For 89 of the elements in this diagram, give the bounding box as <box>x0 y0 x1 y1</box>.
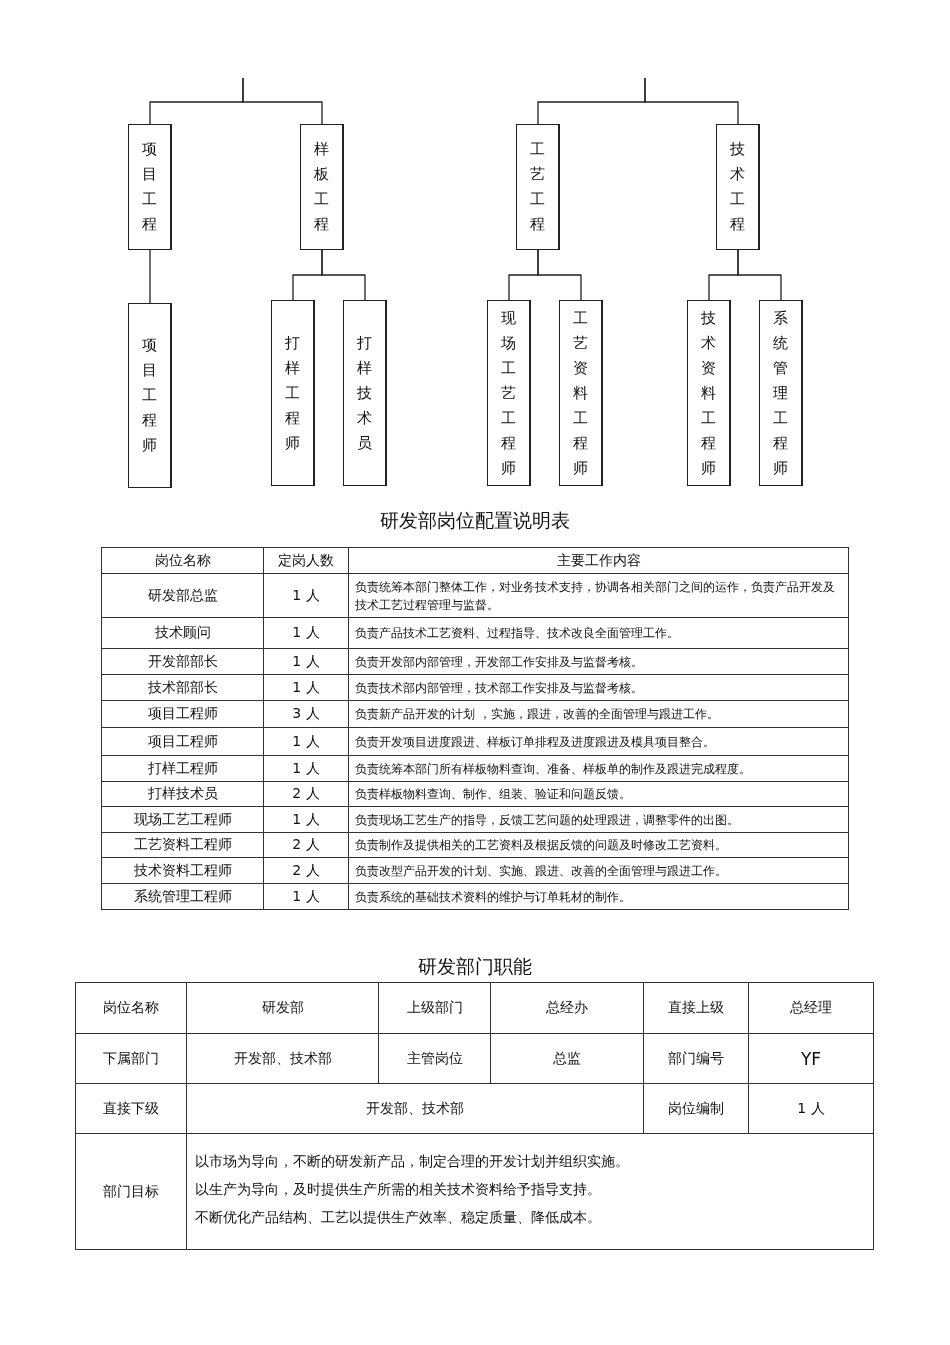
field-label: 下属部门 <box>75 1033 187 1084</box>
position-name: 技术资料工程师 <box>101 857 264 884</box>
headcount: 2 人 <box>263 832 349 858</box>
position-label: 项目工程师 <box>142 335 157 456</box>
position-box <box>487 300 531 486</box>
column-header: 定岗人数 <box>263 547 349 574</box>
duty-description: 负责制作及提供相关的工艺资料及根据反馈的问题及时修改工艺资料。 <box>348 832 849 858</box>
field-label: 直接上级 <box>643 982 749 1034</box>
field-label: 直接下级 <box>75 1083 187 1134</box>
headcount: 1 人 <box>263 617 349 649</box>
field-value: 开发部、技术部 <box>186 1033 379 1084</box>
position-box <box>716 124 760 250</box>
headcount: 1 人 <box>263 727 349 756</box>
headcount: 1 人 <box>263 674 349 701</box>
headcount: 1 人 <box>263 806 349 833</box>
headcount: 2 人 <box>263 857 349 884</box>
headcount: 1 人 <box>263 573 349 618</box>
goal-text: 以生产为导向，及时提供生产所需的相关技术资料给予指导支持。 <box>195 1180 602 1199</box>
position-label: 系统管理工程师 <box>773 307 788 479</box>
field-label: 上级部门 <box>378 982 491 1034</box>
position-name: 技术部部长 <box>101 674 264 701</box>
column-header: 主要工作内容 <box>348 547 849 574</box>
position-name: 打样工程师 <box>101 755 264 782</box>
position-name: 项目工程师 <box>101 727 264 756</box>
duty-description: 负责样板物料查询、制作、组装、验证和问题反馈。 <box>348 781 849 807</box>
duty-description: 负责开发部内部管理，开发部工作安排及与监督考核。 <box>348 648 849 675</box>
position-label: 现场工艺工程师 <box>501 307 516 479</box>
position-name: 打样技术员 <box>101 781 264 807</box>
headcount: 1 人 <box>263 883 349 910</box>
position-label: 工艺资料工程师 <box>573 307 588 479</box>
connector-line <box>149 249 151 304</box>
headcount: 1 人 <box>263 648 349 675</box>
position-box <box>271 300 315 486</box>
table-title: 研发部岗位配置说明表 <box>379 508 571 533</box>
position-label: 打样工程师 <box>285 332 300 454</box>
field-label: 岗位名称 <box>75 982 187 1034</box>
position-box <box>687 300 731 486</box>
connector-line <box>242 77 323 125</box>
connector-line <box>537 249 582 301</box>
duty-description: 负责产品技术工艺资料、过程指导、技术改良全面管理工作。 <box>348 617 849 649</box>
headcount: 1 人 <box>263 755 349 782</box>
field-value: 研发部 <box>186 982 379 1034</box>
field-value: YF <box>748 1033 874 1084</box>
duty-description: 负责统筹本部门整体工作，对业务技术支持，协调各相关部门之间的运作，负责产品开发及技术工艺过程管理与监督。 <box>348 573 849 618</box>
position-label: 技术工程 <box>730 139 745 235</box>
goal-text: 以市场为导向，不断的研发新产品，制定合理的开发计划并组织实施。 <box>195 1152 630 1171</box>
position-name: 系统管理工程师 <box>101 883 264 910</box>
position-box <box>759 300 803 486</box>
position-label: 技术资料工程师 <box>701 307 716 479</box>
headcount: 2 人 <box>263 781 349 807</box>
position-box <box>128 124 172 250</box>
duty-description: 负责系统的基础技术资料的维护与订单耗材的制作。 <box>348 883 849 910</box>
position-box <box>559 300 603 486</box>
field-label: 主管岗位 <box>378 1033 491 1084</box>
field-label: 岗位编制 <box>643 1083 749 1134</box>
position-label: 打样技术员 <box>357 332 372 454</box>
duty-description: 负责现场工艺生产的指导，反馈工艺问题的处理跟进，调整零件的出图。 <box>348 806 849 833</box>
field-value: 1 人 <box>748 1083 874 1134</box>
duty-description: 负责技术部内部管理，技术部工作安排及与监督考核。 <box>348 674 849 701</box>
field-value: 总经理 <box>748 982 874 1034</box>
position-label: 样板工程 <box>314 139 329 235</box>
field-label: 部门目标 <box>75 1133 187 1250</box>
position-label: 项目工程 <box>142 139 157 235</box>
field-value: 总经办 <box>490 982 644 1034</box>
position-name: 开发部部长 <box>101 648 264 675</box>
field-label: 部门编号 <box>643 1033 749 1084</box>
field-value: 总监 <box>490 1033 644 1084</box>
position-name: 现场工艺工程师 <box>101 806 264 833</box>
goal-text: 不断优化产品结构、工艺以提供生产效率、稳定质量、降低成本。 <box>195 1208 602 1227</box>
position-box <box>128 303 172 488</box>
position-label: 工艺工程 <box>530 139 545 235</box>
column-header: 岗位名称 <box>101 547 264 574</box>
position-name: 项目工程师 <box>101 700 264 728</box>
table-title: 研发部门职能 <box>417 954 533 979</box>
connector-line <box>644 77 739 125</box>
position-name: 技术顾问 <box>101 617 264 649</box>
position-name: 研发部总监 <box>101 573 264 618</box>
duty-description: 负责改型产品开发的计划、实施、跟进、改善的全面管理与跟进工作。 <box>348 857 849 884</box>
field-value: 开发部、技术部 <box>186 1083 644 1134</box>
position-box <box>300 124 344 250</box>
connector-line <box>321 249 366 301</box>
duty-description: 负责统筹本部门所有样板物料查询、准备、样板单的制作及跟进完成程度。 <box>348 755 849 782</box>
duty-description: 负责新产品开发的计划 ，实施，跟进，改善的全面管理与跟进工作。 <box>348 700 849 728</box>
position-name: 工艺资料工程师 <box>101 832 264 858</box>
headcount: 3 人 <box>263 700 349 728</box>
position-box <box>516 124 560 250</box>
connector-line <box>737 249 782 301</box>
duty-description: 负责开发项目进度跟进、样板订单排程及进度跟进及模具项目整合。 <box>348 727 849 756</box>
position-box <box>343 300 387 486</box>
